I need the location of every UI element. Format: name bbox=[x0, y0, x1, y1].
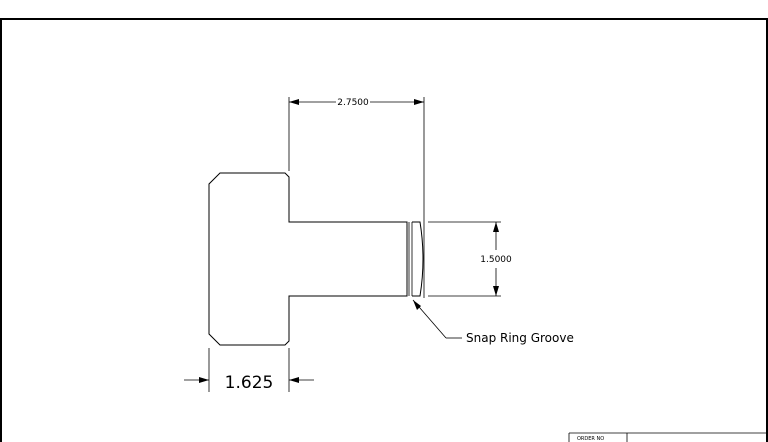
dimension-bottom-width: 1.625 bbox=[184, 348, 314, 393]
snap-ring-leader: Snap Ring Groove bbox=[412, 299, 574, 345]
snap-ring-groove bbox=[408, 221, 424, 297]
dimension-right-label: 1.5000 bbox=[480, 255, 512, 265]
order-no-label: ORDER NO bbox=[577, 436, 604, 442]
part-outline bbox=[208, 172, 408, 346]
dimension-bottom-label: 1.625 bbox=[225, 373, 274, 393]
dimension-top-length: 2.7500 bbox=[288, 97, 425, 298]
sheet-border bbox=[0, 18, 768, 442]
dimension-right-height: 1.5000 bbox=[428, 221, 512, 297]
title-block: ORDER NO bbox=[568, 432, 767, 442]
snap-ring-label: Snap Ring Groove bbox=[466, 331, 574, 345]
dimension-top-label: 2.7500 bbox=[337, 98, 369, 108]
